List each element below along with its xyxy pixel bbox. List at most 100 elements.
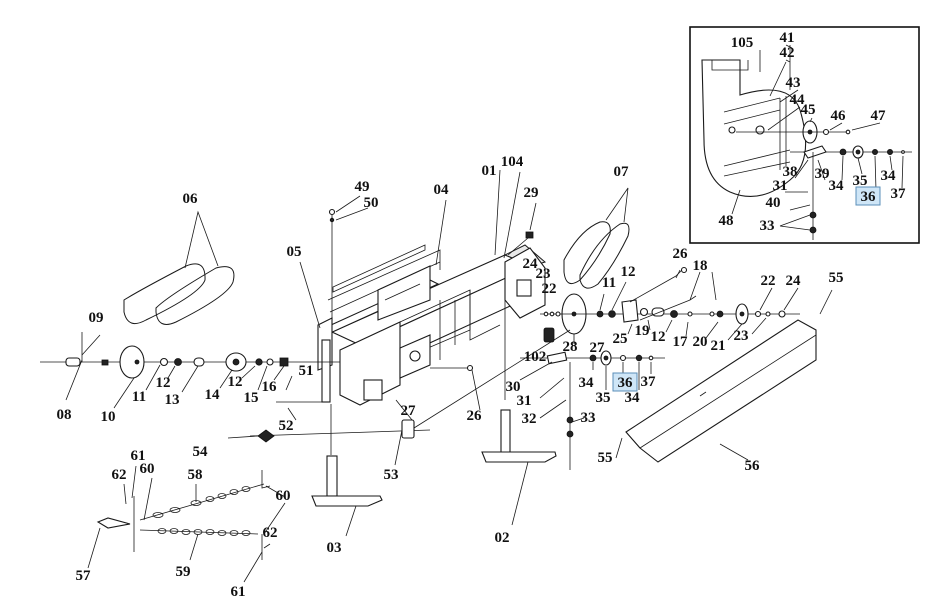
part-number: 22 [542, 281, 557, 297]
part-number: 55 [829, 270, 844, 286]
part-number: 43 [786, 75, 801, 91]
part-label-22: 22 [542, 281, 557, 297]
part-label-26: 26 [467, 408, 483, 424]
part-number: 39 [815, 166, 830, 182]
part-number: 05 [287, 244, 302, 260]
part-number: 18 [693, 258, 708, 274]
part-label-06: 06 [183, 191, 199, 207]
part-number: 12 [651, 329, 666, 345]
part-label-39: 39 [815, 166, 830, 182]
part-number: 52 [279, 418, 294, 434]
part-label-36: 36 [855, 186, 881, 206]
part-label-36: 36 [612, 372, 638, 392]
part-label-10: 10 [101, 409, 116, 425]
part-number: 50 [364, 195, 379, 211]
part-label-47: 47 [871, 108, 887, 124]
part-label-105: 105 [731, 35, 754, 51]
stand-02 [481, 300, 557, 526]
part-label-34: 34 [625, 390, 641, 406]
part-label-30: 30 [506, 379, 521, 395]
part-number: 41 [780, 30, 795, 46]
part-number: 61 [131, 448, 146, 464]
part-label-38: 38 [783, 164, 798, 180]
part-label-33: 33 [581, 410, 596, 426]
part-number: 31 [773, 178, 788, 194]
clip-102 [543, 327, 555, 343]
part-label-104: 104 [501, 154, 524, 170]
cover-56 [615, 289, 833, 463]
part-number: 26 [673, 246, 689, 262]
part-label-12: 12 [651, 329, 666, 345]
part-number: 34 [829, 178, 845, 194]
part-label-58: 58 [188, 467, 203, 483]
part-label-43: 43 [786, 75, 801, 91]
part-label-49: 49 [355, 179, 370, 195]
part-label-33: 33 [760, 218, 775, 234]
part-label-51: 51 [299, 363, 314, 379]
part-number: 35 [853, 173, 868, 189]
part-number: 13 [165, 392, 180, 408]
part-number: 10 [101, 409, 116, 425]
part-number: 33 [760, 218, 775, 234]
part-label-37: 37 [891, 186, 907, 202]
bearing-block-25 [621, 299, 639, 323]
part-number: 55 [598, 450, 613, 466]
part-number: 04 [434, 182, 450, 198]
part-label-60: 60 [276, 488, 291, 504]
part-label-40: 40 [766, 195, 781, 211]
part-number: 47 [871, 108, 887, 124]
part-number: 36 [618, 375, 634, 391]
part-number: 33 [581, 410, 596, 426]
part-number: 23 [536, 266, 551, 282]
part-number: 44 [790, 92, 806, 108]
part-number: 27 [401, 403, 417, 419]
part-number: 23 [734, 328, 749, 344]
part-label-12: 12 [156, 375, 171, 391]
part-label-55: 55 [598, 450, 613, 466]
part-label-44: 44 [790, 92, 806, 108]
part-label-34: 34 [881, 168, 897, 184]
part-label-20: 20 [693, 334, 708, 350]
part-label-13: 13 [165, 392, 180, 408]
part-label-62: 62 [112, 467, 127, 483]
part-label-50: 50 [364, 195, 379, 211]
part-label-21: 21 [711, 338, 726, 354]
part-label-54: 54 [193, 444, 209, 460]
part-number: 11 [602, 275, 616, 291]
part-label-22: 22 [761, 273, 776, 289]
part-number: 19 [635, 323, 650, 339]
part-number: 34 [881, 168, 897, 184]
part-label-42: 42 [780, 45, 795, 61]
part-number: 40 [766, 195, 781, 211]
part-number: 16 [262, 379, 278, 395]
part-number: 60 [276, 488, 291, 504]
part-number: 29 [524, 185, 539, 201]
part-number: 38 [783, 164, 798, 180]
pulley-10 [119, 345, 145, 379]
part-label-25: 25 [613, 331, 628, 347]
clip-53 [401, 419, 415, 439]
part-label-102: 102 [524, 349, 547, 365]
part-number: 56 [745, 458, 761, 474]
part-number: 09 [89, 310, 104, 326]
part-number: 25 [613, 331, 628, 347]
part-number: 104 [501, 154, 524, 170]
part-label-41: 41 [780, 30, 795, 46]
part-label-12: 12 [228, 374, 243, 390]
belt-06 [123, 210, 235, 325]
part-label-48: 48 [719, 213, 734, 229]
part-label-14: 14 [205, 387, 221, 403]
part-label-04: 04 [434, 182, 450, 198]
part-label-11: 11 [132, 389, 146, 405]
part-number: 46 [831, 108, 847, 124]
part-label-34: 34 [579, 375, 595, 391]
part-number: 14 [205, 387, 221, 403]
part-number: 24 [523, 256, 539, 272]
part-label-08: 08 [57, 407, 72, 423]
part-label-28: 28 [563, 339, 578, 355]
part-number: 57 [76, 568, 92, 584]
part-number: 03 [327, 540, 342, 556]
inset-clip-38 [803, 145, 827, 159]
pin-54 [257, 429, 275, 443]
